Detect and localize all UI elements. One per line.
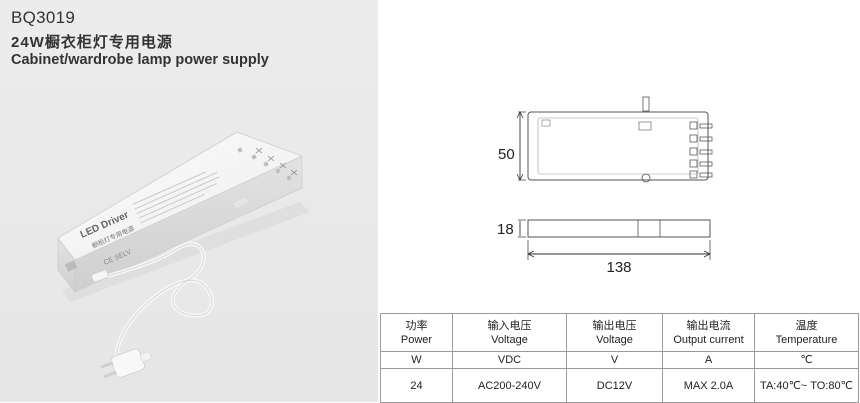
dim-length: 138 [606, 259, 631, 276]
product-photo-panel: BQ3019 24W橱衣柜灯专用电源 Cabinet/wardrobe lamp… [0, 0, 378, 402]
spec-value: 24 [380, 368, 453, 403]
spec-col-en: Power [400, 333, 433, 346]
spec-value: TA:40℃~ TO:80℃ [754, 368, 859, 403]
dim-height: 50 [498, 146, 515, 163]
dimension-drawing: 50 18 138 [497, 96, 713, 276]
title-chinese: 24W橱衣柜灯专用电源 [11, 34, 173, 51]
title-english: Cabinet/wardrobe lamp power supply [11, 52, 269, 68]
spec-col-cn: 温度 [795, 319, 818, 332]
spec-col-cn: 输入电压 [487, 319, 532, 332]
spec-unit: V [566, 351, 663, 369]
spec-unit: VDC [452, 351, 567, 369]
spec-unit: A [662, 351, 755, 369]
spec-col-en: Voltage [596, 333, 633, 346]
spec-unit: ℃ [754, 351, 859, 369]
spec-value-row: 24 AC200-240V DC12V MAX 2.0A TA:40℃~ TO:… [380, 368, 859, 403]
model-number: BQ3019 [11, 8, 76, 27]
spec-col-cn: 功率 [405, 319, 428, 332]
spec-col-en: Voltage [491, 333, 528, 346]
dim-thickness: 18 [497, 221, 514, 238]
spec-col-cn: 输出电压 [592, 319, 637, 332]
product-image: LED Driver 橱柜灯专用电源 CE SELV [57, 131, 310, 379]
spec-value: AC200-240V [452, 368, 567, 403]
top-view-outline [527, 111, 709, 181]
spec-col-en: Temperature [775, 333, 838, 346]
spec-col-cn: 输出电流 [686, 319, 731, 332]
spec-col-en: Output current [673, 333, 744, 346]
spec-value: MAX 2.0A [662, 368, 755, 403]
spec-value: DC12V [566, 368, 663, 403]
spec-unit-row: W VDC V A ℃ [380, 351, 859, 369]
spec-unit: W [380, 351, 453, 369]
side-view-outline [527, 219, 711, 238]
